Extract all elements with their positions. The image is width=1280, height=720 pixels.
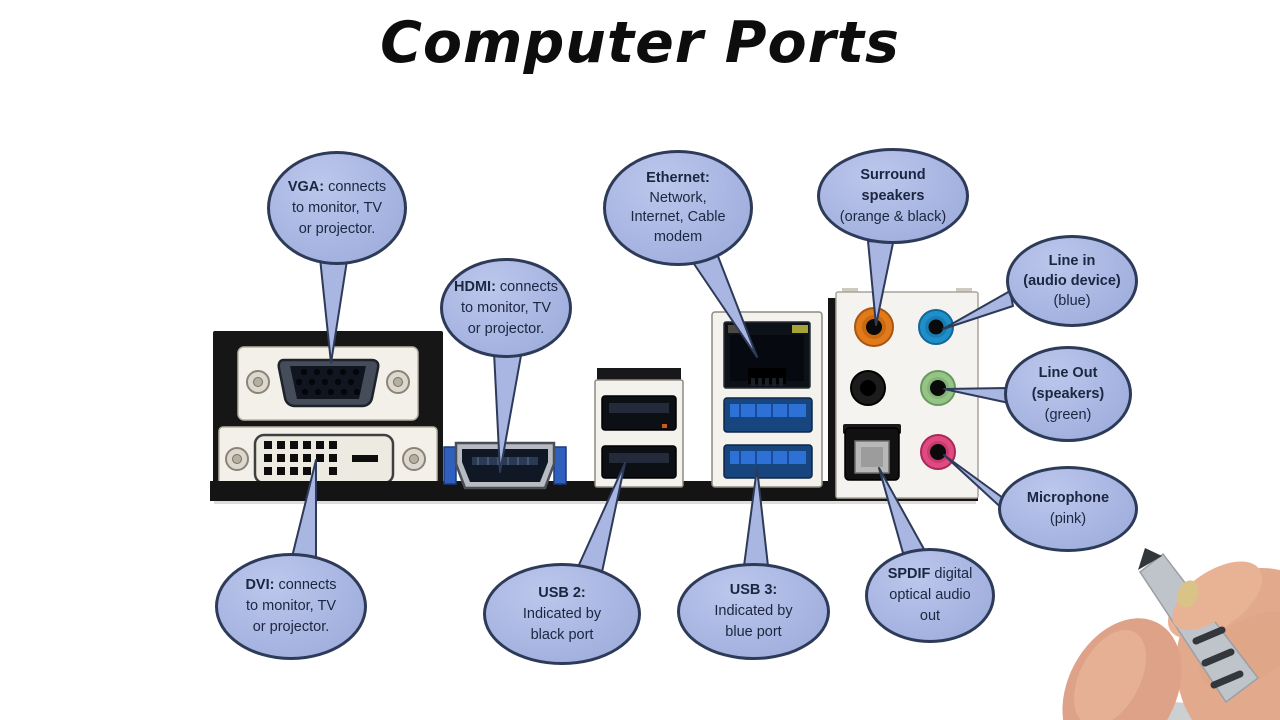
callout-tails: [291, 240, 1014, 573]
microphone-callout-bubble: Microphone (pink): [998, 466, 1138, 552]
bubble-line: (green): [1044, 406, 1092, 423]
bubble-line: VGA: connects: [287, 178, 387, 195]
spdif-callout-bubble: SPDIF digital optical audio out: [865, 548, 995, 643]
usb3-callout-bubble: USB 3: Indicated by blue port: [677, 563, 830, 660]
usb2-ports: [594, 368, 684, 488]
bubble-line: (orange & black): [839, 208, 947, 225]
bubble-line: SPDIF digital: [887, 566, 973, 582]
bubble-line: out: [919, 608, 941, 624]
audio-jack-black: [850, 370, 886, 406]
hand-with-pen: [1062, 548, 1280, 720]
ethernet-callout-bubble: Ethernet: Network, Internet, Cable modem: [603, 150, 753, 266]
bubble-line: to monitor, TV: [292, 199, 382, 216]
bubble-line: optical audio: [889, 587, 971, 603]
bubble-line: Indicated by: [522, 605, 602, 622]
bubble-line: USB 3:: [729, 582, 778, 598]
bubble-line: DVI: connects: [245, 577, 337, 593]
bubble-line: modem: [653, 228, 703, 245]
hdmi-callout-bubble: HDMI: connects to monitor, TV or project…: [440, 258, 572, 358]
spdif-port: [843, 424, 901, 481]
bubble-line: Internet, Cable: [630, 209, 726, 225]
hdmi-port: [443, 441, 567, 490]
dvi-port: [218, 426, 438, 492]
usb3-ports: [723, 397, 813, 479]
bubble-line: or projector.: [252, 619, 330, 635]
ethernet-port: [723, 321, 811, 389]
bubble-line: black port: [530, 626, 594, 643]
bubble-line: Network,: [649, 189, 707, 206]
bubble-line: to monitor, TV: [461, 299, 551, 316]
io-panel-left: [213, 331, 443, 501]
bubble-line: Line in: [1048, 253, 1096, 269]
bubble-line: Line Out: [1038, 364, 1098, 381]
audio-jack-blue: [918, 309, 954, 345]
bubble-line: speakers: [861, 187, 925, 204]
page-title: Computer Ports: [380, 10, 900, 76]
bubble-line: HDMI: connects: [454, 278, 558, 295]
bubble-line: blue port: [725, 624, 782, 640]
bubble-line: or projector.: [298, 220, 376, 237]
bubble-line: USB 2:: [538, 584, 586, 601]
vga-callout-bubble: VGA: connects to monitor, TV or projecto…: [267, 151, 407, 265]
bubble-line: (speakers): [1031, 385, 1105, 402]
usb2-callout-bubble: USB 2: Indicated by black port: [483, 563, 641, 665]
bubble-line: Surround: [860, 166, 926, 183]
dvi-callout-bubble: DVI: connects to monitor, TV or projecto…: [215, 553, 367, 660]
lineout-callout-bubble: Line Out (speakers) (green): [1004, 346, 1132, 442]
bubble-line: to monitor, TV: [246, 598, 336, 614]
audio-panel: [828, 288, 979, 499]
bubble-line: (pink): [1049, 511, 1087, 527]
bubble-line: or projector.: [467, 320, 545, 337]
bubble-line: (blue): [1053, 293, 1091, 309]
bubble-line: Indicated by: [714, 603, 793, 619]
bubble-line: Ethernet:: [646, 170, 710, 186]
audio-jack-orange: [854, 307, 894, 347]
ethernet-usb3-tower: [711, 311, 823, 488]
audio-jack-pink: [920, 434, 956, 470]
surround-callout-bubble: Surround speakers (orange & black): [817, 148, 969, 244]
bubble-line: (audio device): [1023, 273, 1121, 289]
linein-callout-bubble: Line in (audio device) (blue): [1006, 235, 1138, 327]
vga-port: [237, 346, 419, 421]
bubble-line: Microphone: [1026, 490, 1110, 506]
